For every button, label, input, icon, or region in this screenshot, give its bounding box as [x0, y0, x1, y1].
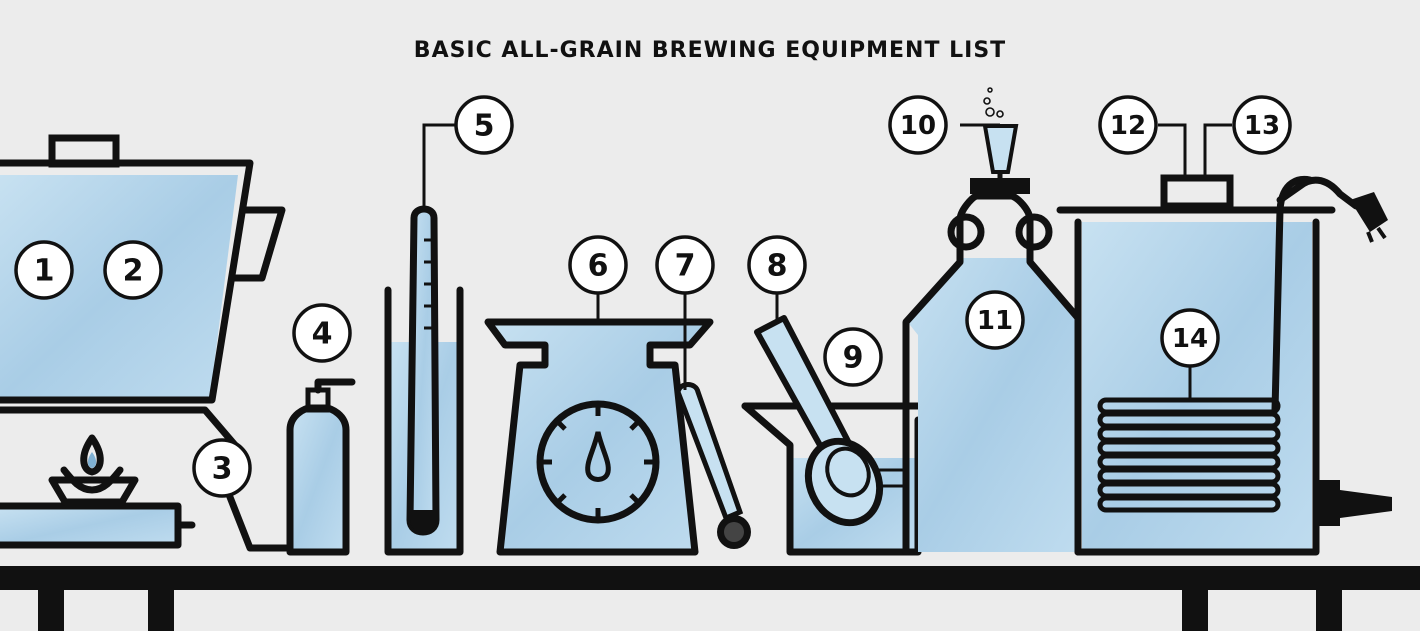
svg-text:8: 8	[767, 249, 788, 284]
svg-text:4: 4	[312, 317, 333, 352]
marker-13: 13	[1234, 97, 1290, 153]
marker-3: 3	[194, 440, 250, 496]
svg-text:11: 11	[977, 306, 1013, 336]
svg-text:14: 14	[1172, 324, 1208, 354]
svg-text:6: 6	[588, 249, 609, 284]
svg-text:12: 12	[1110, 111, 1146, 141]
marker-1: 1	[16, 242, 72, 298]
marker-9: 9	[825, 329, 881, 385]
marker-8: 8	[749, 237, 805, 293]
svg-text:9: 9	[843, 341, 864, 376]
svg-text:10: 10	[900, 111, 936, 141]
fermenter-carboy-icon	[906, 178, 1080, 552]
workbench-icon	[0, 566, 1420, 631]
svg-text:1: 1	[34, 254, 55, 289]
propane-hose-icon	[228, 492, 286, 548]
marker-14: 14	[1162, 310, 1218, 366]
marker-2: 2	[105, 242, 161, 298]
svg-text:13: 13	[1244, 111, 1280, 141]
svg-text:2: 2	[123, 254, 144, 289]
svg-text:5: 5	[474, 109, 495, 144]
marker-4: 4	[294, 305, 350, 361]
airlock-icon	[984, 88, 1016, 188]
sanitizer-bottle-icon	[290, 382, 352, 552]
marker-10: 10	[890, 97, 946, 153]
marker-5: 5	[456, 97, 512, 153]
svg-text:7: 7	[675, 249, 696, 284]
marker-7: 7	[657, 237, 713, 293]
kitchen-scale-icon	[488, 322, 710, 552]
marker-12: 12	[1100, 97, 1156, 153]
hydrometer-icon	[388, 209, 460, 552]
svg-text:3: 3	[212, 452, 233, 487]
marker-11: 11	[967, 292, 1023, 348]
marker-6: 6	[570, 237, 626, 293]
